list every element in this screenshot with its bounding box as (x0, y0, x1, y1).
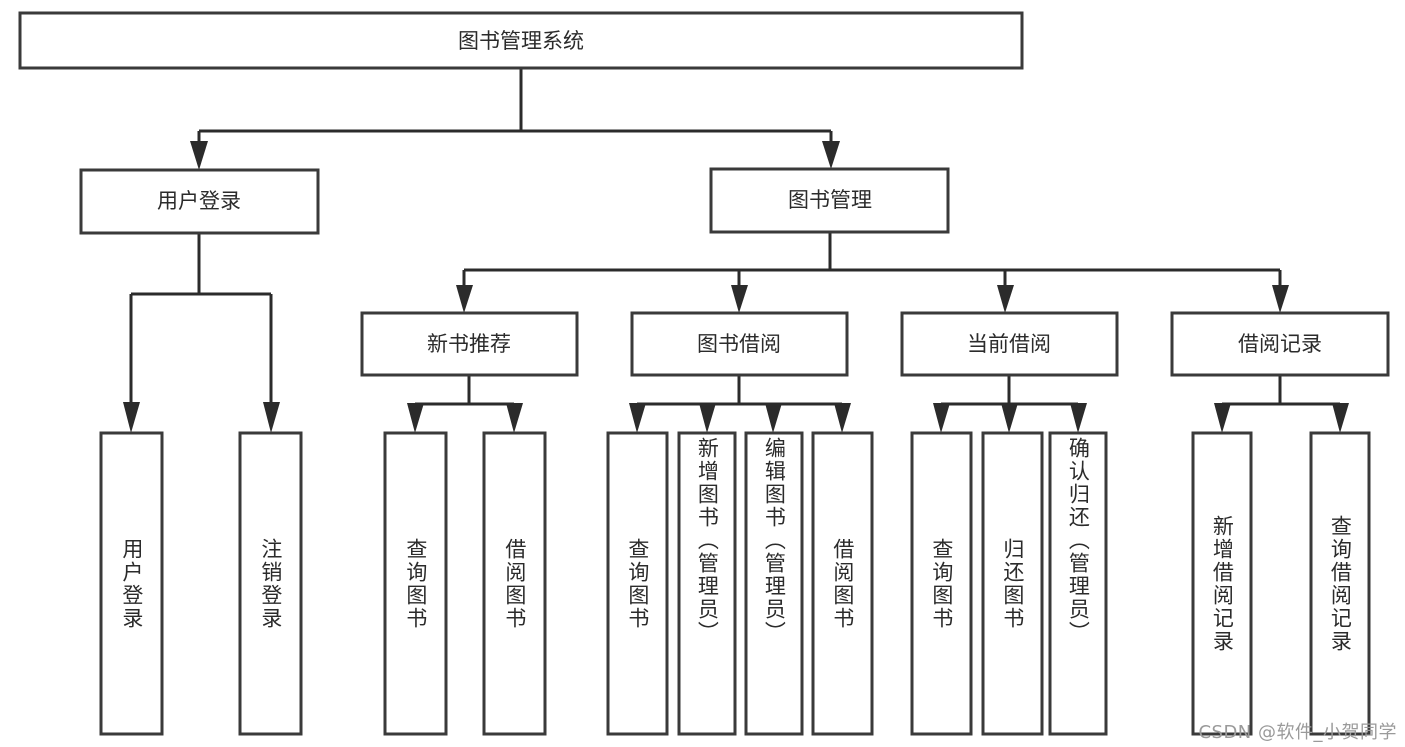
node-borrow-records-box[interactable] (1170, 311, 1390, 377)
arrow-head-currentborrow-leaf-2 (1001, 403, 1018, 433)
leaf-box-query-books-new[interactable] (383, 431, 448, 736)
connector-group-book-mgmt (456, 232, 1289, 313)
node-user-login-label: 用户登录 (157, 189, 241, 213)
arrow-head-bookborrow-leaf-4 (834, 403, 851, 433)
node-borrow-records[interactable]: 借阅记录 (1170, 311, 1390, 377)
node-new-book-recommend-label: 新书推荐 (427, 332, 511, 356)
arrow-head-borrowrecords-leaf-2 (1332, 403, 1349, 433)
leaf-box-add-book-admin[interactable] (677, 431, 737, 736)
leaf-box-return-books[interactable] (981, 431, 1044, 736)
arrow-head-userlogin-leaf-1 (123, 402, 140, 433)
leaf-box-logout[interactable] (238, 431, 303, 736)
node-root-label: 图书管理系统 (458, 29, 584, 53)
leaf-box-query-books-current[interactable] (910, 431, 973, 736)
node-book-management-label: 图书管理 (788, 188, 872, 212)
connector-group-book-borrow (629, 375, 851, 433)
node-book-borrow-label: 图书借阅 (697, 332, 781, 356)
arrow-head-borrowrecords-leaf-1 (1214, 403, 1231, 433)
node-root-system[interactable]: 图书管理系统 (18, 11, 1024, 70)
node-book-management-box[interactable] (709, 167, 950, 234)
arrow-head-bookmgmt-to-current (997, 285, 1014, 313)
watermark-text: CSDN @软件_小贺同学 (1198, 722, 1397, 743)
node-book-management[interactable]: 图书管理 (709, 167, 950, 234)
node-user-login-box[interactable] (79, 168, 320, 235)
connector-group-new-books (407, 375, 523, 433)
node-borrow-records-label: 借阅记录 (1238, 332, 1322, 356)
node-user-login[interactable]: 用户登录 (79, 168, 320, 235)
arrow-head-bookmgmt-to-records (1272, 285, 1289, 313)
arrow-head-root-to-book-mgmt (822, 141, 840, 169)
leaf-box-edit-book-admin[interactable] (744, 431, 804, 736)
arrow-head-bookborrow-leaf-3 (765, 403, 782, 433)
node-current-borrow-box[interactable] (900, 311, 1119, 377)
arrow-head-root-to-user-login (190, 141, 208, 170)
leaf-box-confirm-return-admin[interactable] (1048, 431, 1108, 736)
node-book-borrow-box[interactable] (630, 311, 849, 377)
leaf-box-query-borrow-record[interactable] (1309, 431, 1371, 736)
leaf-box-borrow-books-new[interactable] (482, 431, 547, 736)
node-new-book-recommend[interactable]: 新书推荐 (360, 311, 579, 377)
node-root-box[interactable] (18, 11, 1024, 70)
arrow-head-userlogin-leaf-2 (263, 402, 280, 433)
leaf-box-borrow-books[interactable] (811, 431, 874, 736)
node-current-borrow[interactable]: 当前借阅 (900, 311, 1119, 377)
arrow-head-currentborrow-leaf-3 (1070, 403, 1087, 433)
connector-group-borrow-records (1214, 375, 1349, 433)
connector-group-root (190, 68, 840, 170)
node-new-book-recommend-box[interactable] (360, 311, 579, 377)
connector-group-user-login (123, 233, 280, 433)
arrow-head-newbooks-leaf-1 (407, 403, 424, 433)
leaf-box-user-login[interactable] (99, 431, 164, 736)
arrow-head-bookmgmt-to-new-books (456, 285, 473, 313)
connector-group-current-borrow (933, 375, 1087, 433)
leaf-box-add-borrow-record[interactable] (1191, 431, 1253, 736)
leaf-box-query-books-borrow[interactable] (606, 431, 669, 736)
arrow-head-newbooks-leaf-2 (506, 403, 523, 433)
arrow-head-currentborrow-leaf-1 (933, 403, 950, 433)
arrow-head-bookmgmt-to-borrow (731, 285, 748, 313)
arrow-head-bookborrow-leaf-1 (629, 403, 646, 433)
node-book-borrow[interactable]: 图书借阅 (630, 311, 849, 377)
node-current-borrow-label: 当前借阅 (967, 332, 1051, 356)
arrow-head-bookborrow-leaf-2 (699, 403, 716, 433)
leaf-boxes (99, 431, 1371, 736)
